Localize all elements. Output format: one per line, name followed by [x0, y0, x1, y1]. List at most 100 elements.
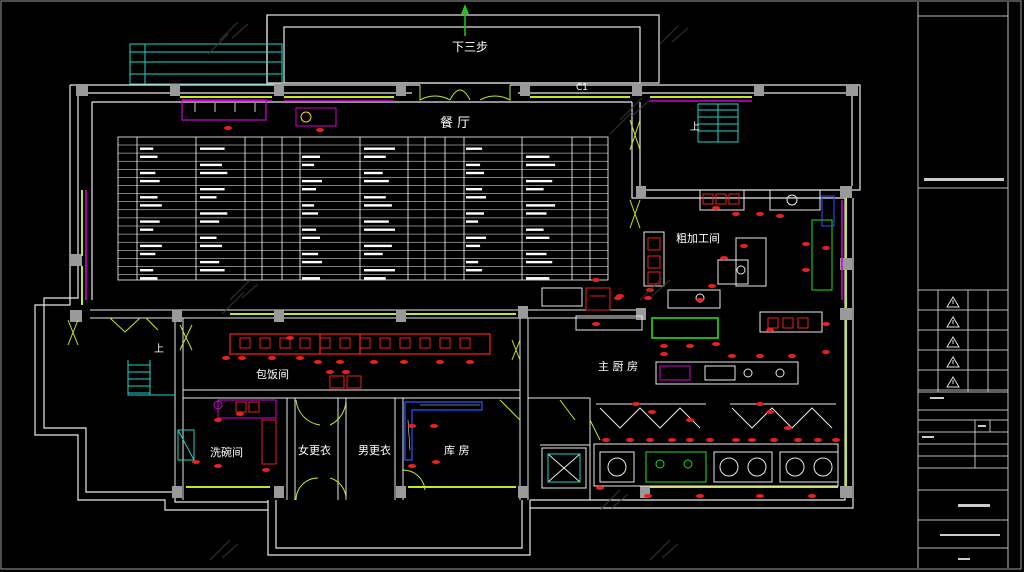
equipment-tag — [822, 322, 830, 326]
top-counter-marks — [194, 103, 256, 112]
table-text-mark — [526, 260, 553, 264]
equipment-tag — [732, 438, 740, 442]
table-text-mark — [364, 228, 395, 231]
equipment-tag — [592, 278, 600, 282]
counter-unit — [259, 337, 271, 349]
table-text-mark — [466, 196, 487, 199]
table-text-mark — [200, 163, 222, 167]
north-arrow-icon — [461, 4, 469, 36]
table-text-mark — [466, 188, 483, 191]
equipment-tag — [370, 360, 378, 364]
cooking-range-row — [593, 443, 839, 487]
warning-triangle-icon — [946, 376, 960, 388]
equipment-tag — [822, 246, 830, 250]
table-text-mark — [140, 228, 154, 231]
table-text-mark — [140, 204, 162, 207]
equipment-tag — [192, 460, 200, 464]
magenta-trim — [85, 100, 843, 300]
table-text-mark — [466, 260, 479, 264]
equipment-tag — [832, 438, 840, 442]
equipment-tag — [686, 344, 694, 348]
table-text-mark — [302, 204, 315, 207]
equipment-tag — [626, 438, 634, 442]
female-changing-label: 女更衣 — [298, 444, 331, 457]
stair-up-right-label: 上 — [690, 122, 700, 133]
equipment-tag — [222, 356, 230, 360]
table-text-mark — [526, 163, 556, 167]
equipment-tag — [648, 410, 656, 414]
table-text-mark — [364, 147, 395, 150]
dining-hall-label: 餐 厅 — [440, 116, 471, 131]
equipment-tag — [770, 438, 778, 442]
table-text-mark — [140, 220, 160, 223]
counter-unit — [339, 337, 351, 349]
equipment-tag — [646, 438, 654, 442]
equipment-table — [117, 136, 609, 281]
equipment-tag — [776, 214, 784, 218]
top-left-steps — [129, 43, 283, 85]
counter-unit — [419, 337, 431, 349]
door-swings — [67, 85, 641, 501]
equipment-tag — [696, 298, 704, 302]
storage-marks — [407, 404, 480, 451]
male-changing-label: 男更衣 — [358, 444, 391, 457]
table-text-mark — [140, 147, 154, 150]
windows — [81, 96, 847, 488]
table-text-mark — [526, 155, 550, 158]
equipment-tag — [708, 284, 716, 288]
top-counter — [181, 99, 267, 121]
equipment-tag — [660, 344, 668, 348]
equipment-tag — [316, 128, 324, 132]
equipment-tag — [632, 402, 640, 406]
table-text-mark — [200, 260, 220, 264]
table-text-mark — [466, 171, 485, 175]
equipment-tag — [268, 356, 276, 360]
counter-unit — [379, 337, 391, 349]
equipment-tag — [748, 438, 756, 442]
equipment-tag — [822, 350, 830, 354]
table-text-mark — [466, 147, 483, 150]
equipment-tag — [756, 212, 764, 216]
table-text-mark — [466, 212, 485, 215]
equipment-tag — [814, 438, 822, 442]
rough-processing-label: 粗加工间 — [676, 232, 720, 245]
table-text-mark — [302, 188, 317, 191]
table-text-mark — [200, 236, 217, 239]
equipment-tag — [408, 464, 416, 468]
washing-room-label: 洗碗间 — [210, 446, 243, 459]
equipment-tag — [592, 322, 600, 326]
equipment-tag — [596, 486, 604, 490]
table-text-mark — [302, 277, 321, 280]
equipment-tag — [214, 418, 222, 422]
table-text-mark — [364, 155, 386, 158]
equipment-tag — [400, 360, 408, 364]
table-text-mark — [140, 179, 160, 183]
main-kitchen-equipment — [541, 287, 836, 429]
equipment-tag — [668, 438, 676, 442]
equipment-tag — [794, 438, 802, 442]
equipment-tag — [644, 494, 652, 498]
equipment-tag — [712, 342, 720, 346]
equipment-tag — [236, 412, 244, 416]
table-text-mark — [526, 228, 544, 231]
equipment-table-text-marks — [140, 147, 556, 280]
equipment-tag — [326, 370, 334, 374]
table-text-mark — [140, 252, 156, 256]
equipment-tag — [788, 354, 796, 358]
table-text-mark — [526, 204, 556, 207]
counter-unit — [279, 337, 291, 349]
counter-unit — [359, 337, 371, 349]
equipment-tag — [808, 494, 816, 498]
table-text-mark — [140, 277, 158, 280]
down-steps-label: 下三步 — [452, 40, 489, 54]
warning-triangle-icon — [946, 316, 960, 328]
equipment-tag — [784, 426, 792, 430]
table-text-mark — [302, 155, 321, 158]
table-text-mark — [466, 220, 479, 223]
table-text-mark — [200, 171, 228, 175]
equipment-tag — [728, 354, 736, 358]
equipment-tag — [342, 370, 350, 374]
elevator — [541, 447, 587, 489]
table-text-mark — [140, 171, 156, 175]
